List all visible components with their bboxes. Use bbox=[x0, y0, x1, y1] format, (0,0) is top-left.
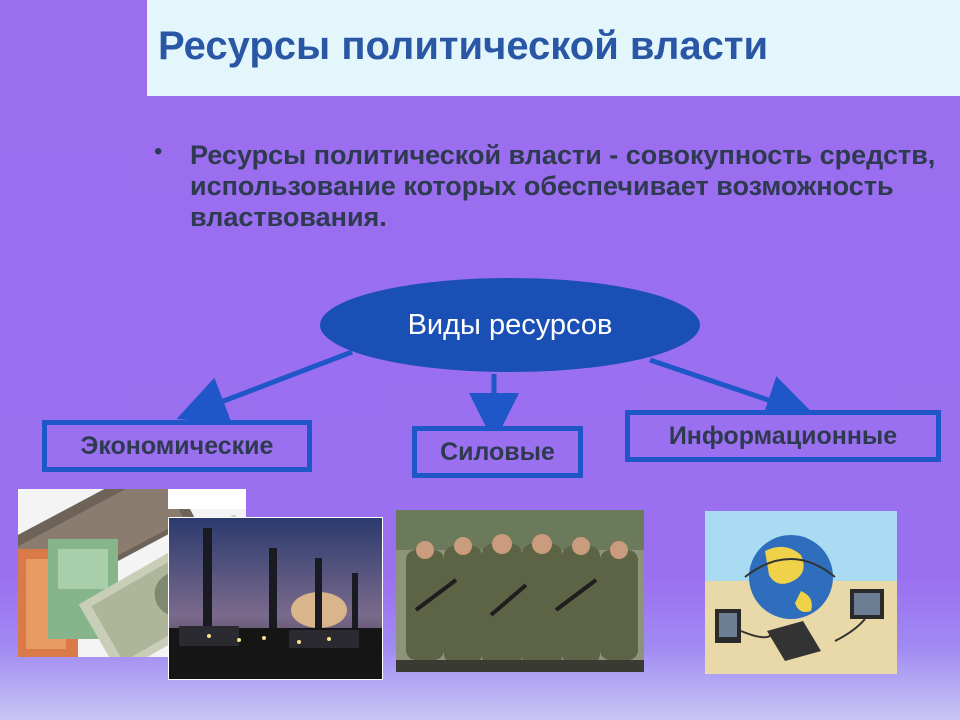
factory-photo bbox=[168, 517, 383, 680]
globe-computers-photo bbox=[705, 511, 897, 674]
economic-label: Экономические bbox=[80, 431, 274, 460]
slide-title: Ресурсы политической власти bbox=[158, 24, 769, 68]
force-label: Силовые bbox=[440, 437, 555, 466]
soldiers-photo bbox=[396, 510, 644, 672]
resource-types-ellipse: Виды ресурсов bbox=[320, 278, 700, 372]
force-box: Силовые bbox=[412, 426, 583, 478]
bullet-icon: • bbox=[154, 138, 163, 165]
arrow-to-economic bbox=[176, 349, 353, 425]
definition-text: Ресурсы политической власти - совокупнос… bbox=[190, 140, 936, 232]
information-label: Информационные bbox=[668, 421, 898, 450]
arrow-to-info bbox=[649, 357, 816, 424]
information-box: Информационные bbox=[625, 410, 941, 462]
ellipse-label: Виды ресурсов bbox=[407, 308, 613, 341]
economic-box: Экономические bbox=[42, 420, 312, 472]
title-bar bbox=[147, 0, 960, 96]
